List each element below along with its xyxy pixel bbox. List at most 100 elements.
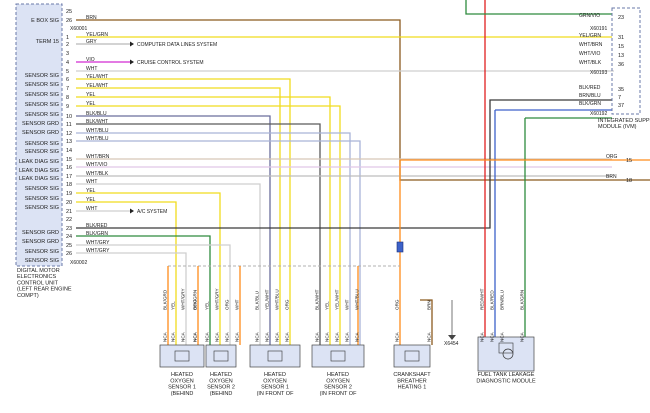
pin-number: 1 — [66, 35, 69, 41]
wire-yel-wht-6 — [76, 78, 291, 345]
wire-wht-gry-25 — [76, 244, 231, 345]
ism-connector: X60191 — [590, 26, 607, 32]
wire-color-code: WHT/GRY — [86, 248, 110, 254]
component-wire-color: BLK/WHT — [315, 289, 320, 310]
component-pin: NCA — [171, 331, 176, 342]
wire-color-code: BLK/BLU — [86, 111, 107, 117]
component-box — [311, 344, 365, 368]
component-wire-color: WHT — [235, 299, 240, 310]
pin-number: 24 — [66, 234, 72, 240]
component-wire-color: ORG — [285, 299, 290, 310]
component-caption-line: (BEHIND — [210, 391, 233, 397]
component-wire-color: BRN — [427, 300, 432, 310]
component-caption-line: CRANKSHAFT — [393, 372, 431, 378]
wire-color-code: WHT/BRN — [86, 154, 110, 160]
wire-yel-20 — [76, 201, 177, 345]
dme-connector-bottom: X60002 — [70, 260, 87, 266]
component-wire-color: BRN/BLU — [500, 290, 505, 310]
pin-number: 8 — [66, 95, 69, 101]
component-1: BLK/GRNNCAYELNCAWHT/GRYNCAORGNCAHEATEDOX… — [193, 288, 237, 397]
wire-color-code: YEL — [86, 92, 96, 98]
ism-connector: X60192 — [590, 111, 607, 117]
dme-caption-line: (LEFT REAR ENGINE — [17, 287, 72, 293]
dme-caption-line: COMPT) — [17, 293, 39, 299]
component-wire-color: BLK/RED — [490, 290, 495, 310]
arrow-icon — [130, 41, 134, 47]
components-layer: BLK/GRDNCAYELNCAWHT/GRYNCAORGNCAHEATEDOX… — [159, 288, 536, 397]
dme-signal-label: TERM 15 — [36, 39, 59, 45]
component-pin: NCA — [355, 331, 360, 342]
ground-label: X6454 — [444, 341, 459, 347]
component-pin: NCA — [345, 331, 350, 342]
component-pin: NCA — [255, 331, 260, 342]
pin-number: 6 — [66, 77, 69, 83]
pin-number: 18 — [66, 182, 72, 188]
component-caption-line: HEATED — [264, 372, 286, 378]
wire-color-code: WHT/BLK — [86, 171, 109, 177]
wire-yel-9 — [76, 105, 341, 345]
component-caption-line: SENSOR 2 — [207, 385, 235, 391]
dme-signal-label: SENSOR SIG — [25, 102, 59, 108]
component-caption-line: (BEHIND — [171, 391, 194, 397]
component-wire-color: YEL — [325, 301, 330, 310]
component-pin: NCA — [427, 331, 432, 342]
wire-color-code: GRY — [86, 39, 97, 45]
wire-color-code: WHT — [86, 206, 97, 212]
dme-caption-line: DIGITAL MOTOR — [17, 268, 60, 274]
component-wire-color: YEL/WHT — [265, 289, 270, 310]
wire-brn-breather — [420, 299, 433, 345]
component-caption-line: HEATED — [171, 372, 193, 378]
ism-wire-color: BLK/RED — [579, 85, 601, 91]
pin-number: 14 — [66, 148, 72, 154]
component-caption-line: SENSOR 1 — [168, 385, 196, 391]
wire-wht-blu-13 — [76, 140, 361, 345]
pin-number: 7 — [66, 86, 69, 92]
pin-number: 13 — [66, 139, 72, 145]
pin-number: 20 — [66, 200, 72, 206]
ism-pin: 37 — [618, 103, 624, 109]
pin-number: 11 — [66, 122, 72, 128]
dme-box — [15, 3, 63, 267]
right-wire-brn-color: BRN — [606, 174, 617, 180]
component-pin: NCA — [265, 331, 270, 342]
component-wire-color: BLK/GRD — [163, 289, 168, 310]
component-pin: NCA — [193, 331, 198, 342]
component-pin: NCA — [225, 331, 230, 342]
component-caption-line: (IN FRONT OF — [257, 391, 295, 397]
pin-number: 26 — [66, 251, 72, 257]
component-box — [477, 336, 535, 372]
dme-signal-label: SENSOR SIG — [25, 82, 59, 88]
pin-number: 2 — [66, 42, 69, 48]
pin-number: 23 — [66, 226, 72, 232]
pin-number: 17 — [66, 174, 72, 180]
ism-caption-line: INTEGRATED SUPPLY — [598, 118, 650, 124]
component-caption-line: OXYGEN — [170, 378, 194, 384]
component-symbol-icon — [267, 350, 283, 362]
wire-color-code: BRN — [86, 15, 97, 21]
wire-color-code: YEL — [86, 101, 96, 107]
component-caption-line: BREATHER — [397, 378, 427, 384]
wire-wht-18 — [76, 183, 261, 345]
component-wire-color: YEL — [171, 301, 176, 310]
pin-number: 4 — [66, 60, 69, 66]
dme-signal-label: SENSOR SIG — [25, 205, 59, 211]
ism-box — [611, 7, 641, 115]
dme-signal-label: SENSOR SIG — [25, 196, 59, 202]
component-caption-line: OXYGEN — [209, 378, 233, 384]
note-data-lines: COMPUTER DATA LINES SYSTEM — [137, 42, 217, 48]
ism-wire-color: BRN/BLU — [579, 93, 601, 99]
wire-color-code: WHT — [86, 179, 97, 185]
component-caption-line: HEATING 1 — [398, 385, 427, 391]
wire-color-code: WHT — [86, 66, 97, 72]
wire-color-code: YEL — [86, 197, 96, 203]
component-caption-line: OXYGEN — [326, 378, 350, 384]
pin-number: 25 — [66, 243, 72, 249]
component-box — [205, 344, 237, 368]
wire-color-code: WHT/BLU — [86, 136, 109, 142]
pin-number: 3 — [66, 51, 69, 57]
dme-signal-label: SENSOR SIG — [25, 92, 59, 98]
component-pin: NCA — [215, 331, 220, 342]
component-symbol-icon — [174, 350, 190, 362]
wire-color-code: YEL/GRN — [86, 32, 108, 38]
